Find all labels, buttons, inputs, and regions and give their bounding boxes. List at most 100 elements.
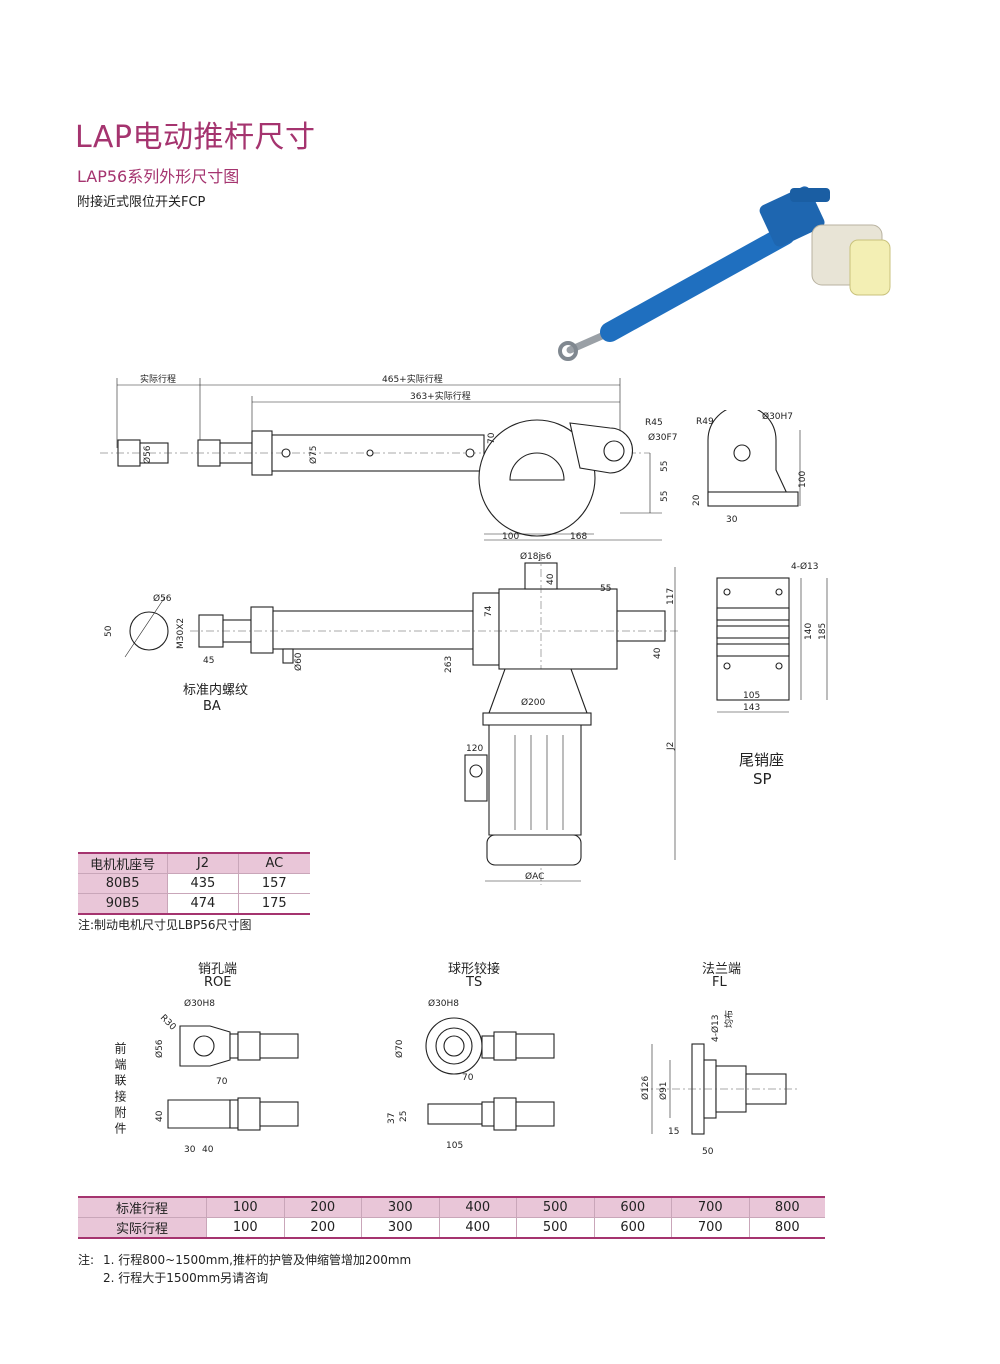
stroke-cell: 700 — [671, 1217, 749, 1239]
stroke-cell: 300 — [361, 1217, 439, 1239]
dim-sp100: 100 — [798, 471, 808, 488]
attachments-drawing: 销孔端 ROE Ø30H8 R30 Ø56 70 40 30 40 球形铰接 T… — [154, 961, 800, 1157]
dim-side50: 50 — [104, 625, 114, 637]
sp-label-en: SP — [753, 770, 772, 788]
ts-d70: Ø70 — [394, 1039, 405, 1058]
table-row: 80B5 435 157 — [78, 873, 310, 894]
page-subtitle: LAP56系列外形尺寸图 — [77, 167, 240, 186]
motor-cell: 175 — [237, 893, 310, 915]
roe-d40: 40 — [155, 1110, 165, 1122]
stroke-cell: 200 — [283, 1196, 362, 1218]
dim-side40a: 40 — [546, 573, 556, 585]
dim-r45: R45 — [645, 418, 663, 428]
stroke-cell: 700 — [671, 1196, 749, 1218]
ts-d25: 25 — [399, 1111, 409, 1122]
roe-d70: 70 — [216, 1077, 228, 1087]
fl-d15: 15 — [668, 1127, 679, 1137]
product-actuator-illustration — [558, 186, 891, 361]
fl-en: FL — [712, 975, 727, 990]
dim-d30f7: Ø30F7 — [648, 432, 677, 443]
motor-table-h0: 电机机座号 — [78, 852, 168, 874]
sp-dim143: 143 — [743, 703, 760, 713]
stroke-cell: 400 — [438, 1217, 517, 1239]
page-subnote: 附接近式限位开关FCP — [77, 195, 206, 210]
roe-d40b: 40 — [202, 1145, 214, 1155]
motor-cell: 474 — [167, 893, 239, 915]
dim-d18: Ø18js6 — [520, 551, 552, 562]
page-title: LAP电动推杆尺寸 — [75, 120, 316, 155]
stroke-cell: 实际行程 — [78, 1217, 207, 1239]
roe-d30h8: Ø30H8 — [184, 998, 215, 1009]
ba-label-en: BA — [203, 699, 221, 714]
dim-total: 465+实际行程 — [382, 373, 443, 385]
roe-cn: 销孔端 — [198, 962, 237, 977]
stroke-cell: 100 — [206, 1196, 284, 1218]
dim-100: 100 — [502, 532, 519, 542]
ba-label-cn: 标准内螺纹 — [183, 682, 248, 698]
fl-d126: Ø126 — [640, 1075, 651, 1100]
roe-d30: 30 — [184, 1145, 196, 1155]
side-view-drawing: Ø18js6 40 55 117 74 40 Ø56 50 M30X2 45 Ø… — [104, 551, 680, 885]
stroke-cell: 300 — [361, 1196, 439, 1218]
top-view-drawing: 实际行程 465+实际行程 363+实际行程 R45 Ø30F7 Ø56 Ø75… — [100, 373, 677, 542]
dim-inner: 363+实际行程 — [410, 390, 471, 402]
dim-sp30: 30 — [726, 515, 738, 525]
dim-55b: 55 — [660, 491, 670, 502]
sp-dim185: 185 — [818, 623, 828, 640]
stroke-cell: 500 — [516, 1217, 594, 1239]
dim-side117: 117 — [666, 588, 676, 605]
sp-front-drawing: 4-Ø13 140 185 105 143 尾销座 SP — [716, 561, 828, 788]
dim-side45: 45 — [203, 656, 214, 666]
sp-dim105: 105 — [743, 691, 760, 701]
ts-d30h8: Ø30H8 — [428, 998, 459, 1009]
dim-side-d56: Ø56 — [153, 593, 172, 604]
footnote-line2: 2. 行程大于1500mm另请咨询 — [103, 1271, 269, 1285]
stroke-cell: 400 — [438, 1196, 517, 1218]
dim-side263: 263 — [444, 656, 454, 673]
dim-j2: J2 — [666, 742, 676, 751]
motor-table-header: 电机机座号 J2 AC — [78, 852, 310, 874]
stroke-cell: 600 — [593, 1217, 672, 1239]
sp-top-drawing: R49 Ø30H7 100 20 30 — [692, 410, 808, 525]
ts-d37: 37 — [387, 1113, 397, 1124]
attachments-side-label: 前端联接附件 — [113, 1042, 127, 1138]
footnote-prefix: 注: — [78, 1253, 95, 1267]
dim-70: 70 — [487, 432, 497, 444]
stroke-cell: 500 — [516, 1196, 594, 1218]
motor-cell: 157 — [237, 873, 310, 894]
table-row: 实际行程 100 200 300 400 500 600 700 800 — [78, 1217, 825, 1239]
footnote-line1: 1. 行程800~1500mm,推杆的护管及伸缩管增加200mm — [103, 1253, 412, 1267]
stroke-cell: 800 — [748, 1196, 825, 1218]
motor-table-h2: AC — [237, 852, 310, 874]
dim-r49: R49 — [696, 417, 714, 427]
fl-d91: Ø91 — [658, 1081, 669, 1100]
dim-side120: 120 — [466, 744, 483, 754]
motor-table: 电机机座号 J2 AC 80B5 435 157 90B5 474 175 — [78, 852, 310, 915]
dim-d75: Ø75 — [308, 445, 319, 464]
ts-en: TS — [465, 975, 482, 990]
stroke-cell: 800 — [748, 1217, 825, 1239]
dim-d56: Ø56 — [142, 445, 153, 464]
ts-d70b: 70 — [462, 1073, 474, 1083]
table-row: 90B5 474 175 — [78, 893, 310, 915]
fl-cn: 法兰端 — [702, 962, 741, 977]
table-row: 标准行程 100 200 300 400 500 600 700 800 — [78, 1196, 825, 1218]
motor-table-note: 注:制动电机尺寸见LBP56尺寸图 — [78, 918, 252, 932]
fl-d50: 50 — [702, 1147, 714, 1157]
ts-d105: 105 — [446, 1141, 463, 1151]
dim-side-d60: Ø60 — [293, 652, 304, 671]
sp-dim140: 140 — [804, 623, 814, 640]
ts-cn: 球形铰接 — [448, 961, 500, 977]
sp-label-cn: 尾销座 — [739, 751, 784, 769]
dim-side-d200: Ø200 — [521, 697, 546, 708]
dim-ac: ØAC — [525, 871, 544, 882]
dim-d30h7: Ø30H7 — [762, 411, 793, 422]
roe-d56: Ø56 — [154, 1039, 165, 1058]
dim-side40b: 40 — [653, 647, 663, 659]
fl-holes: 4-Ø13 — [710, 1014, 721, 1042]
motor-table-h1: J2 — [167, 852, 239, 874]
stroke-cell: 200 — [283, 1217, 362, 1239]
stroke-cell: 100 — [206, 1217, 284, 1239]
fl-even: 均布 — [723, 1010, 735, 1028]
dim-168: 168 — [570, 532, 587, 542]
